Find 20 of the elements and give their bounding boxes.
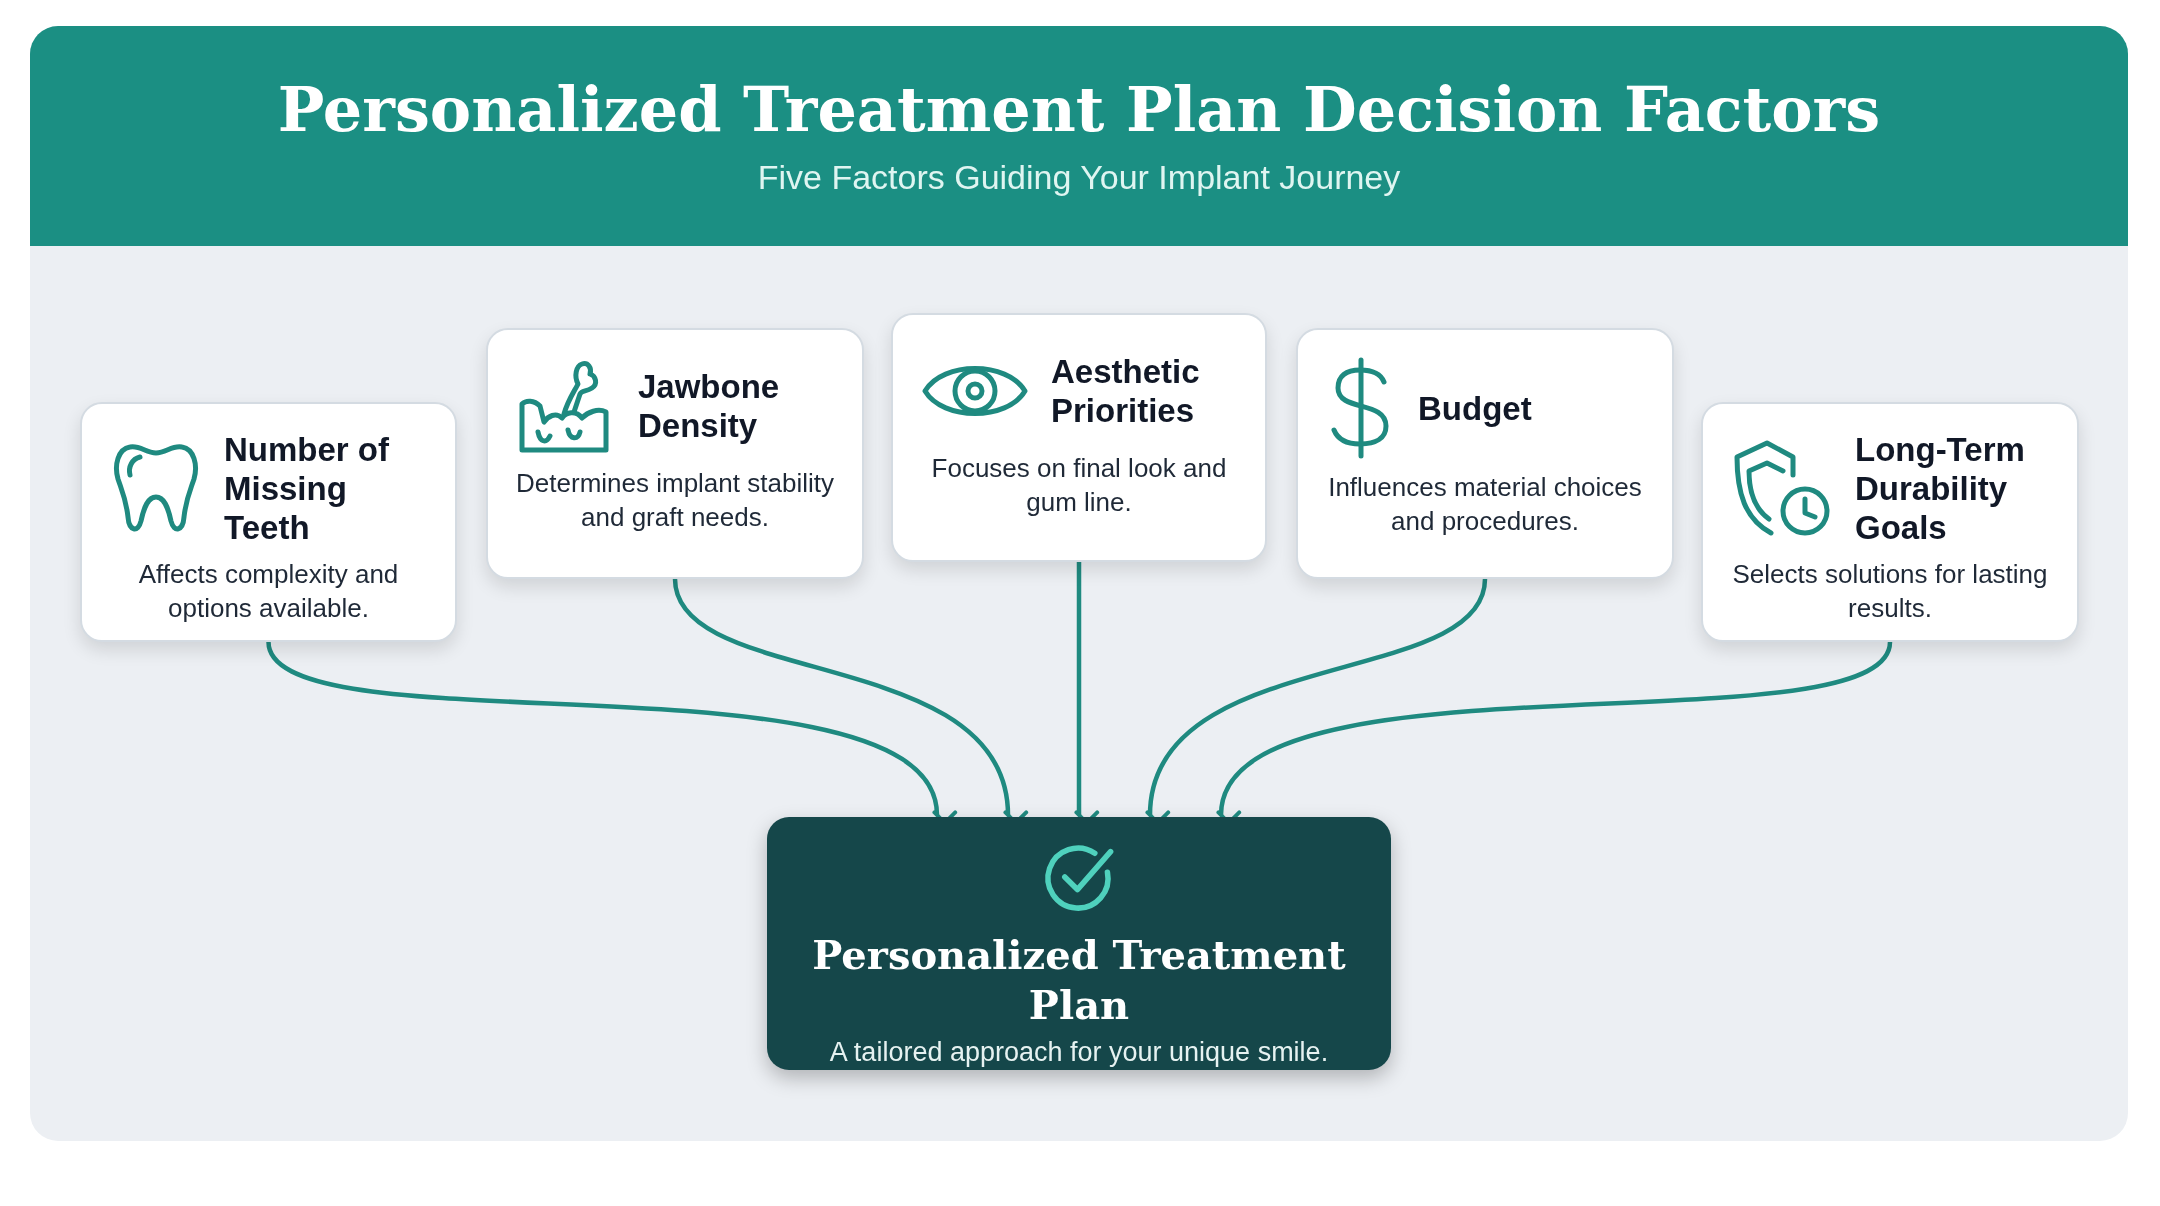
factor-heading: Jawbone Density — [638, 367, 781, 445]
factor-card — [486, 328, 864, 579]
result-title: Personalized Treatment Plan — [811, 930, 1347, 1030]
factor-heading: Long-Term Durability Goals — [1855, 430, 2026, 547]
result-description: A tailored approach for your unique smile. — [829, 1036, 1329, 1069]
factor-description: Determines implant stability and graft needs. — [516, 467, 834, 534]
factor-card — [80, 402, 457, 642]
factor-description: Selects solutions for lasting results. — [1731, 558, 2049, 625]
factor-heading: Number of Missing Teeth — [224, 430, 390, 547]
factor-heading: Aesthetic Priorities — [1051, 352, 1201, 430]
subtitle: Five Factors Guiding Your Implant Journey — [757, 157, 1401, 198]
factor-card — [1701, 402, 2079, 642]
factor-card — [1296, 328, 1674, 579]
factor-description: Influences material choices and procedures. — [1327, 471, 1643, 538]
factor-description: Affects complexity and options available. — [137, 558, 400, 625]
factor-description: Focuses on final look and gum line. — [930, 452, 1228, 519]
title: Personalized Treatment Plan Decision Factors — [277, 72, 1881, 148]
factor-card — [891, 313, 1267, 562]
result-box — [767, 817, 1391, 1070]
factor-heading: Budget — [1418, 388, 1532, 428]
